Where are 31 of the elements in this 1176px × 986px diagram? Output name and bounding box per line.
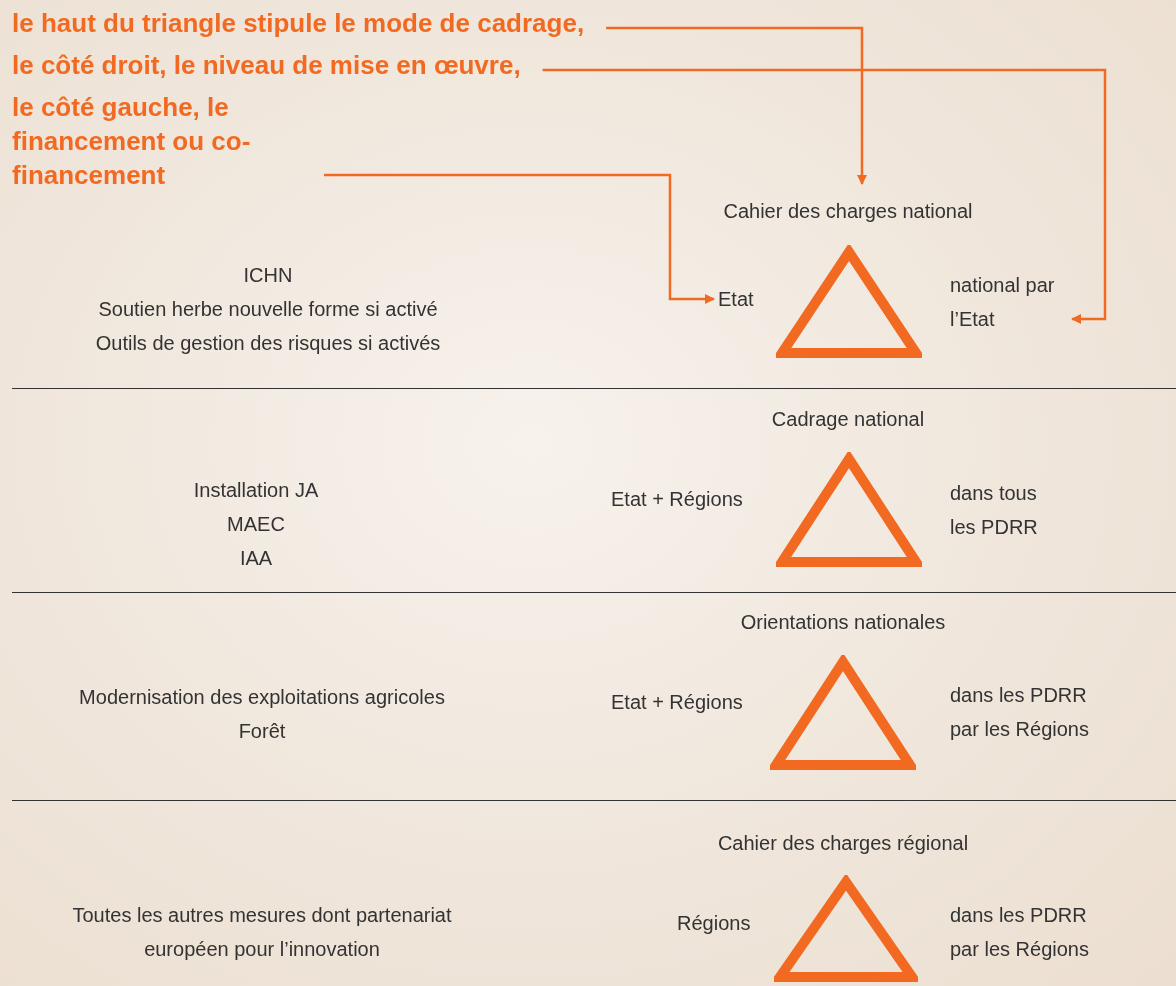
- triangle-symbol: [776, 245, 922, 359]
- triangle-symbol: [774, 875, 918, 983]
- leader-arrow: [324, 173, 715, 304]
- triangle-symbol: [776, 452, 922, 568]
- triangle-symbol: [770, 655, 916, 771]
- triangle-side-label: dans les PDRR par les Régions: [950, 683, 1090, 742]
- annotation-text: le côté droit, le niveau de mise en œuvre,: [12, 48, 521, 82]
- triangle-side-label: Cahier des charges régional: [717, 831, 969, 856]
- leader-arrow: [542, 68, 1107, 324]
- triangle-side-label: national par l’Etat: [950, 268, 1060, 336]
- triangle-side-label: dans tous les PDRR: [950, 481, 1039, 540]
- triangle-side-label: Cahier des charges national: [723, 194, 973, 228]
- measure-text: Installation JA: [193, 478, 319, 503]
- measure-text: Forêt: [238, 719, 286, 744]
- triangle-side-label: Cadrage national: [771, 407, 925, 432]
- triangle-side-label: Orientations nationales: [740, 610, 946, 635]
- triangle-side-label: Etat + Régions: [611, 690, 743, 715]
- measure-text: IAA: [239, 546, 273, 571]
- triangle-side-label: dans les PDRR par les Régions: [950, 903, 1090, 962]
- triangle-side-label: Régions: [677, 911, 751, 936]
- measure-text: MAEC: [227, 512, 285, 537]
- measure-text: ICHN: [243, 263, 293, 288]
- measure-text: Toutes les autres mesures dont partenariat européen pour l’innovation: [71, 903, 453, 962]
- annotation-text: le côté gauche, le financement ou co-financement: [12, 90, 302, 192]
- measure-text: Soutien herbe nouvelle forme si activé: [98, 297, 438, 322]
- measure-text: Outils de gestion des risques si activés: [95, 331, 441, 356]
- triangle-side-label: Etat: [718, 282, 754, 316]
- leader-arrow: [606, 26, 867, 185]
- triangle-side-label: Etat + Régions: [611, 487, 743, 512]
- measure-text: Modernisation des exploitations agricoles: [79, 685, 445, 710]
- annotation-text: le haut du triangle stipule le mode de cadrage,: [12, 6, 585, 40]
